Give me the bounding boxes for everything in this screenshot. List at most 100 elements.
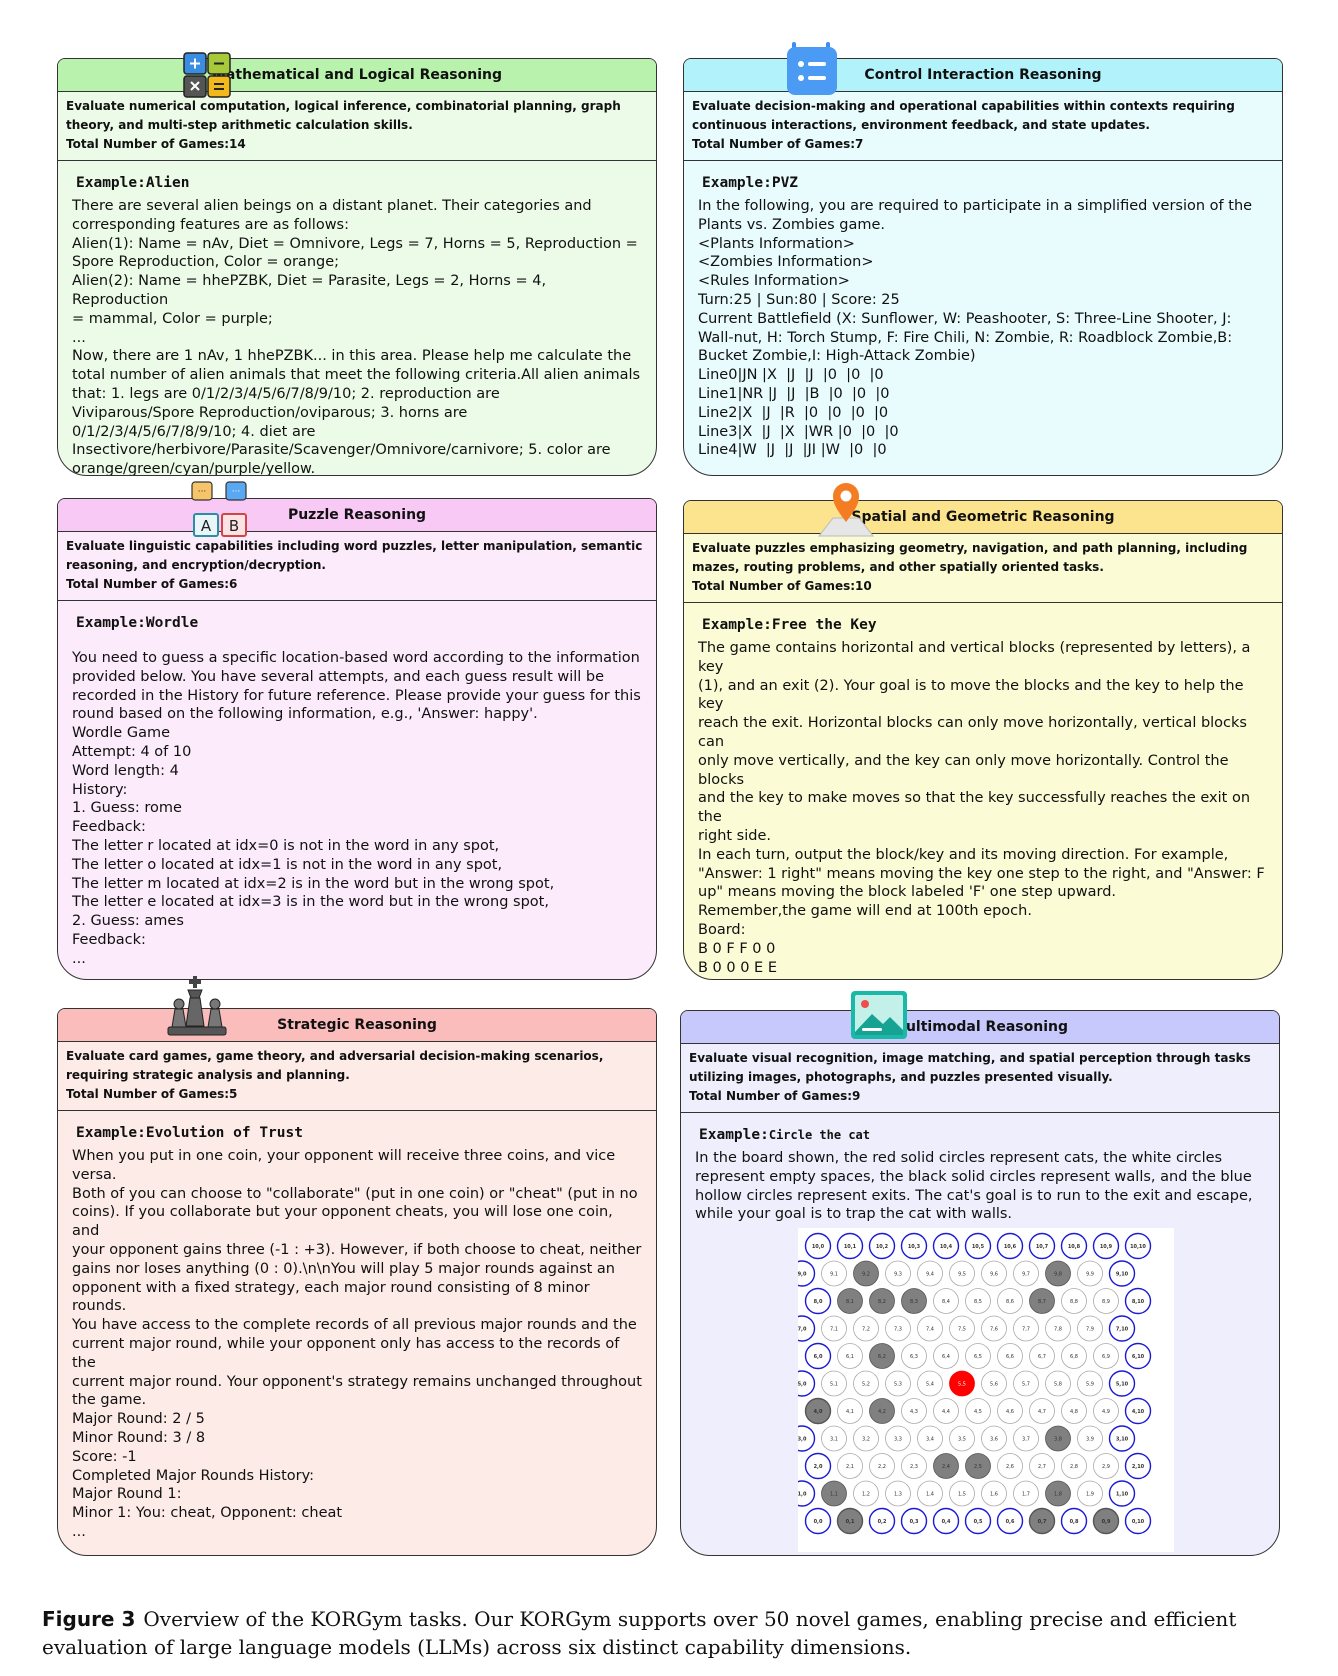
empty-cell — [933, 1288, 959, 1314]
empty-cell — [1061, 1398, 1087, 1424]
cell-label: 4,2 — [878, 1409, 886, 1415]
example-title: Example:Free the Key — [702, 617, 877, 633]
example-title: Example:PVZ — [702, 175, 799, 191]
cell-label: 0,10 — [1132, 1519, 1145, 1525]
cell-label: 7,0 — [798, 1327, 807, 1333]
svg-text:B: B — [229, 517, 239, 535]
exit-cell — [804, 1507, 832, 1535]
cell-label: 1,5 — [958, 1492, 966, 1498]
exit-cell — [798, 1315, 816, 1342]
exit-cell — [836, 1232, 864, 1260]
card-description: Evaluate linguistic capabilities includi… — [58, 532, 656, 601]
cell-label: 3,7 — [1022, 1437, 1030, 1443]
cell-label: 3,9 — [1086, 1437, 1094, 1443]
empty-cell — [1061, 1288, 1087, 1314]
cell-label: 3,0 — [798, 1437, 807, 1443]
cell-label: 9,1 — [830, 1272, 838, 1278]
description-text: Evaluate numerical computation, logical … — [66, 99, 621, 132]
total-games: Total Number of Games:6 — [66, 577, 238, 591]
exit-cell — [1124, 1452, 1152, 1480]
caption-text: Overview of the KORGym tasks. Our KORGym… — [42, 1607, 1237, 1659]
cell-label: 9,7 — [1022, 1272, 1030, 1278]
empty-cell — [901, 1398, 927, 1424]
empty-cell — [1077, 1480, 1103, 1507]
empty-cell — [885, 1370, 911, 1397]
exit-cell — [798, 1260, 816, 1287]
empty-cell — [1045, 1315, 1071, 1342]
svg-text:A: A — [201, 517, 212, 535]
exit-cell — [1028, 1232, 1056, 1260]
cell-label: 8,7 — [1038, 1299, 1046, 1305]
description-text: Evaluate linguistic capabilities includi… — [66, 539, 643, 572]
image-icon — [851, 991, 907, 1039]
description-text: Evaluate decision-making and operational… — [692, 99, 1235, 132]
cell-label: 5,2 — [862, 1382, 870, 1388]
cell-label: 10,9 — [1100, 1244, 1113, 1250]
exit-cell — [1108, 1315, 1136, 1342]
cell-label: 2,3 — [910, 1464, 918, 1470]
card-description: Evaluate numerical computation, logical … — [58, 92, 656, 161]
cell-label: 2,7 — [1038, 1464, 1046, 1470]
cell-label: 0,5 — [974, 1519, 983, 1525]
cell-label: 10,3 — [908, 1244, 921, 1250]
cell-label: 4,5 — [974, 1409, 982, 1415]
exit-cell — [804, 1287, 832, 1315]
cell-label: 3,5 — [958, 1437, 966, 1443]
exit-cell — [1060, 1507, 1088, 1535]
exit-cell — [868, 1232, 896, 1260]
wall-cell — [837, 1288, 863, 1314]
cell-label: 8,8 — [1070, 1299, 1078, 1305]
wall-cell — [869, 1288, 895, 1314]
empty-cell — [837, 1453, 863, 1479]
card-description: Evaluate card games, game theory, and ad… — [58, 1042, 656, 1111]
cell-label: 1,6 — [990, 1492, 998, 1498]
cell-label: 7,3 — [894, 1327, 902, 1333]
cell-label: 5,3 — [894, 1382, 902, 1388]
card-example: Example:Wordle You need to guess a speci… — [58, 601, 656, 969]
empty-cell — [837, 1343, 863, 1369]
cell-label: 2,9 — [1102, 1464, 1110, 1470]
strategic-card: Strategic Reasoning Evaluate card games,… — [57, 1008, 657, 1556]
example-title: Example:Circle the cat — [699, 1127, 1267, 1143]
empty-cell — [933, 1398, 959, 1424]
cell-label: 8,10 — [1132, 1299, 1145, 1305]
cell-label: 8,6 — [1006, 1299, 1014, 1305]
cell-label: 1,8 — [1054, 1492, 1062, 1498]
card-example: Example:Free the Key The game contains h… — [684, 603, 1282, 979]
control-card: Control Interaction Reasoning Evaluate d… — [683, 58, 1283, 476]
cell-label: 5,1 — [830, 1382, 838, 1388]
empty-cell — [1029, 1343, 1055, 1369]
empty-cell — [949, 1315, 975, 1342]
empty-cell — [917, 1315, 943, 1342]
empty-cell — [1061, 1343, 1087, 1369]
empty-cell — [997, 1343, 1023, 1369]
exit-cell — [1124, 1507, 1152, 1535]
cell-label: 8,1 — [846, 1299, 854, 1305]
example-text: When you put in one coin, your opponent … — [72, 1148, 642, 1540]
cell-label: 4,8 — [1070, 1409, 1078, 1415]
cell-label: 9,8 — [1054, 1272, 1062, 1278]
wall-cell — [1092, 1507, 1120, 1535]
empty-cell — [981, 1370, 1007, 1397]
cell-label: 6,2 — [878, 1354, 886, 1360]
cell-label: 7,2 — [862, 1327, 870, 1333]
exit-cell — [1108, 1480, 1136, 1507]
wall-cell — [869, 1343, 895, 1369]
cell-label: 1,4 — [926, 1492, 934, 1498]
empty-cell — [1077, 1260, 1103, 1287]
empty-cell — [965, 1288, 991, 1314]
cell-label: 6,5 — [974, 1354, 982, 1360]
exit-cell — [900, 1232, 928, 1260]
cell-label: 5,7 — [1022, 1382, 1030, 1388]
card-title: Mathematical and Logical Reasoning — [58, 59, 656, 92]
exit-cell — [1124, 1287, 1152, 1315]
cell-label: 3,10 — [1116, 1437, 1129, 1443]
card-title: Puzzle Reasoning — [58, 499, 656, 532]
exit-cell — [1108, 1260, 1136, 1287]
total-games: Total Number of Games:7 — [692, 137, 864, 151]
cell-label: 7,5 — [958, 1327, 966, 1333]
example-title: Example:Alien — [76, 175, 190, 191]
svg-text:···: ··· — [232, 487, 241, 497]
wall-cell — [1045, 1260, 1071, 1287]
